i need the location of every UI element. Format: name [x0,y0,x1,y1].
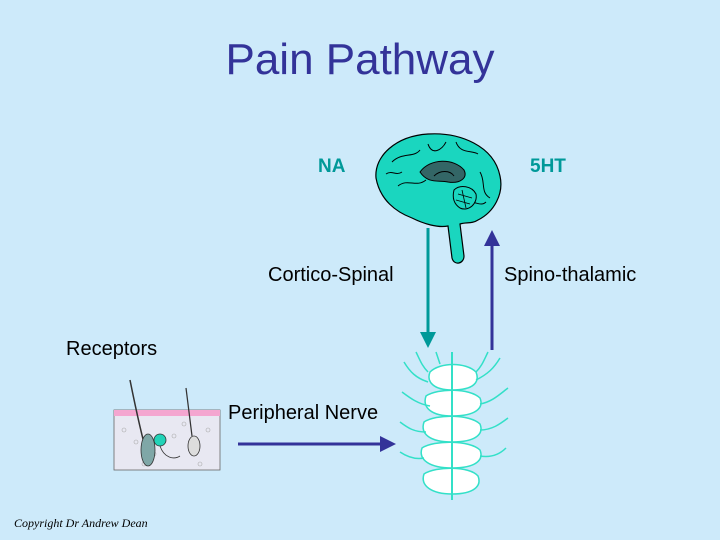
brain-illustration [375,133,502,264]
receptors-label: Receptors [66,338,158,360]
skin-receptor-illustration [113,379,221,471]
5ht-label: 5HT [530,156,566,177]
peripheral-nerve-arrow [238,436,396,452]
descending-arrow [420,228,436,348]
spinal-cord-illustration [399,351,509,500]
na-label: NA [318,156,346,177]
cortico-spinal-label: Cortico-Spinal [268,264,394,286]
spino-thalamic-label: Spino-thalamic [504,264,637,286]
copyright-text: Copyright Dr Andrew Dean [14,516,148,530]
slide-title: Pain Pathway [225,35,495,84]
ascending-arrow [484,230,500,350]
peripheral-nerve-label: Peripheral Nerve [228,402,379,424]
